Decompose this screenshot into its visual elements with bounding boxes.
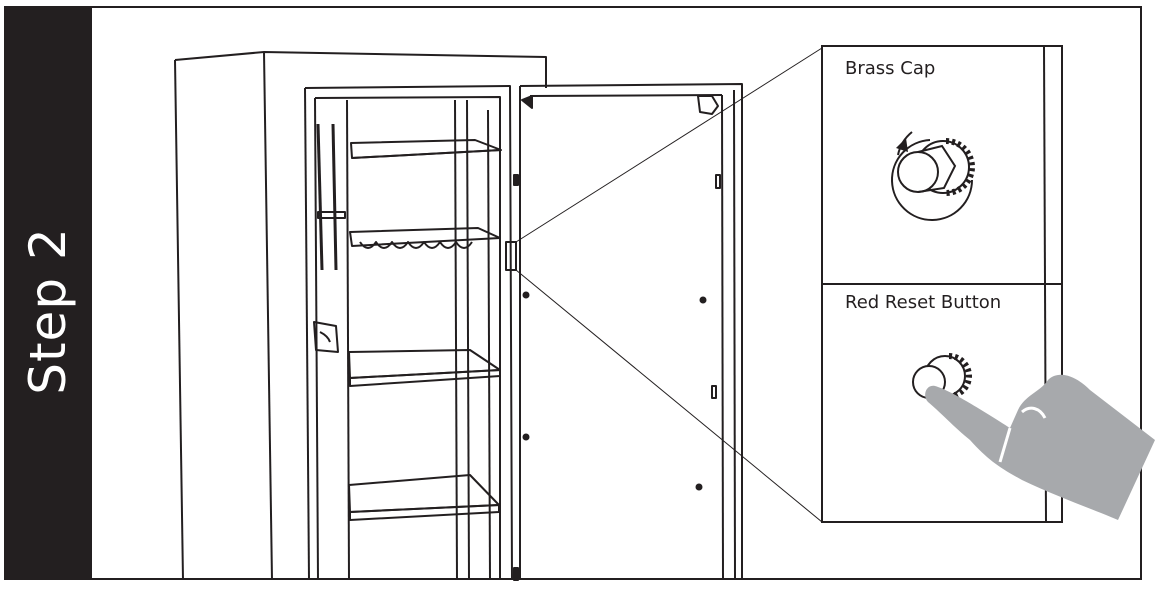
- rotate-arrow-icon: [896, 138, 908, 152]
- step-banner: [4, 6, 92, 580]
- step-title: Step 2: [19, 227, 77, 395]
- pointing-hand-icon: [925, 374, 1155, 520]
- zoom-lines: [515, 47, 823, 523]
- door-bolts: [522, 291, 707, 491]
- reset-button-panel: [821, 283, 1063, 523]
- safe-cabinet: [174, 51, 547, 581]
- red-reset-button-label: Red Reset Button: [845, 292, 1002, 313]
- safe-door: [505, 83, 743, 581]
- brass-cap-label: Brass Cap: [845, 58, 936, 79]
